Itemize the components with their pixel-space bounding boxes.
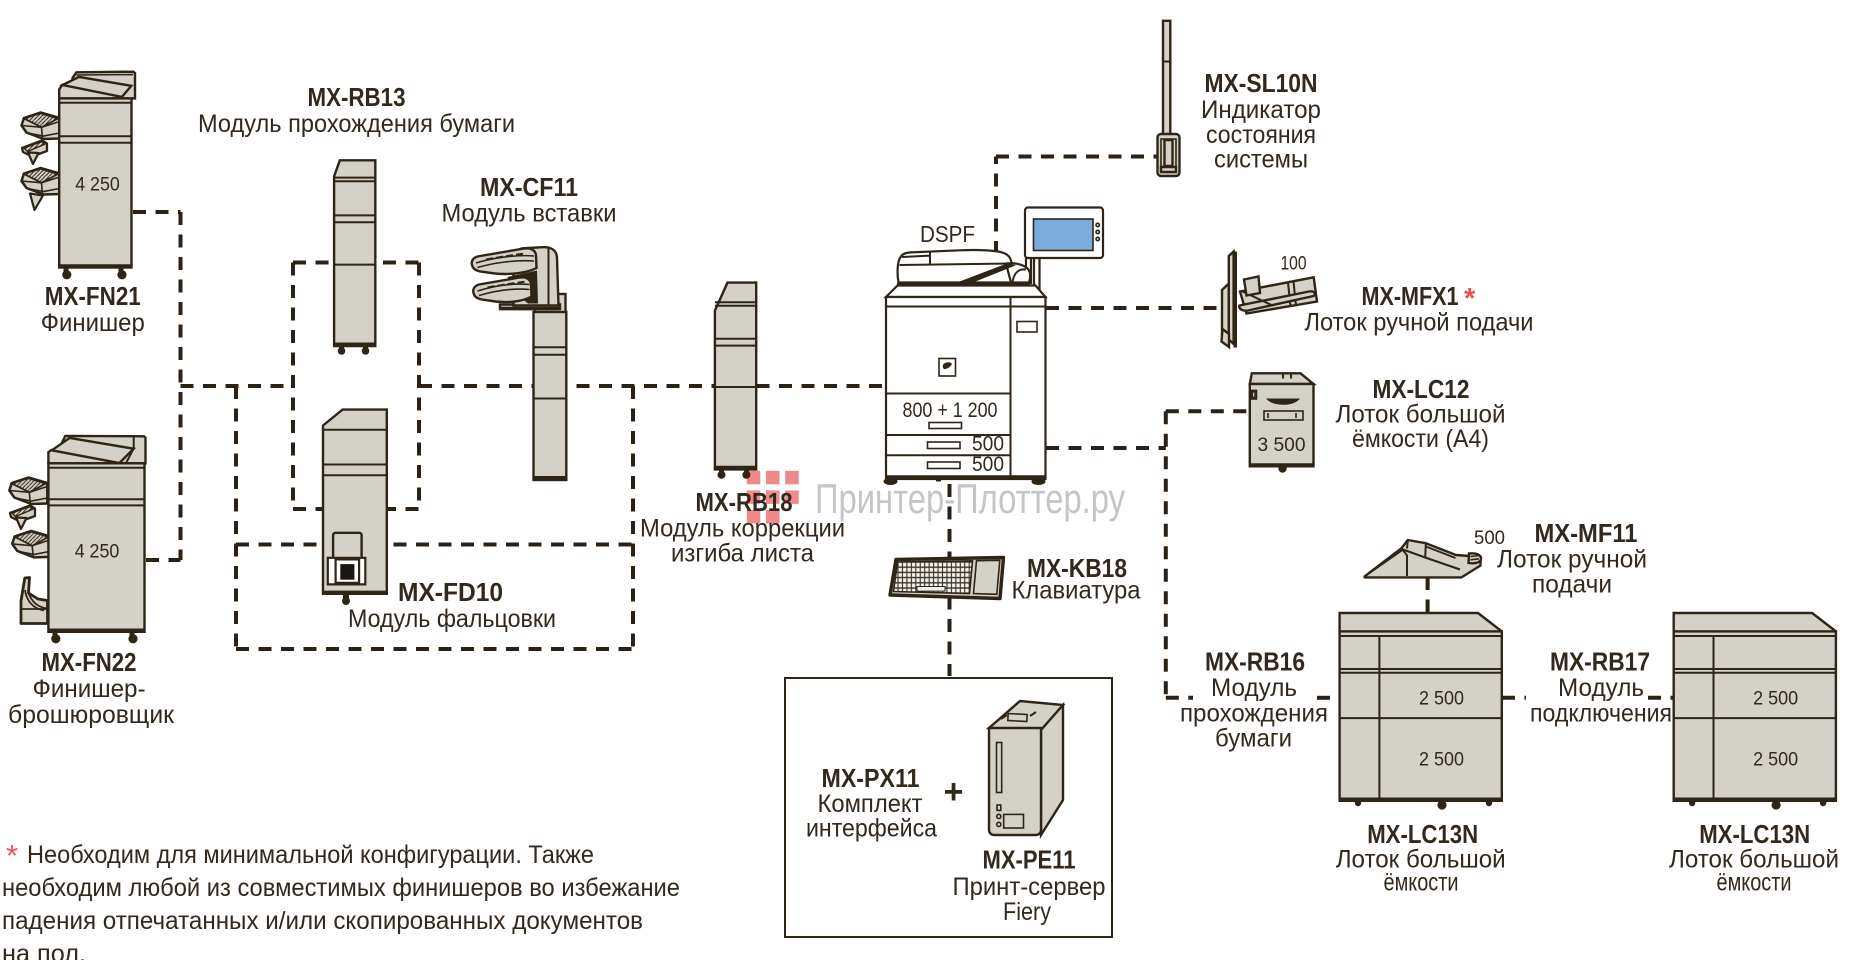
svg-text:MX-PE11: MX-PE11 xyxy=(983,845,1076,875)
svg-text:MX-KB18: MX-KB18 xyxy=(1027,553,1127,583)
svg-text:Индикатор: Индикатор xyxy=(1201,96,1321,124)
svg-text:100: 100 xyxy=(1281,253,1307,275)
svg-text:изгиба листа: изгиба листа xyxy=(671,540,814,568)
svg-text:Принтер-Плоттер.ру: Принтер-Плоттер.ру xyxy=(815,475,1125,522)
svg-text:800 + 1 200: 800 + 1 200 xyxy=(903,398,998,422)
svg-text:Финишер-: Финишер- xyxy=(33,675,146,703)
svg-text:Лоток большой: Лоток большой xyxy=(1669,846,1839,874)
svg-text:Лоток ручной подачи: Лоток ручной подачи xyxy=(1305,309,1534,337)
svg-text:Модуль вставки: Модуль вставки xyxy=(442,200,617,228)
svg-text:MX-LC12: MX-LC12 xyxy=(1373,374,1470,404)
svg-text:Лоток большой: Лоток большой xyxy=(1336,846,1506,874)
svg-text:*: * xyxy=(6,838,18,873)
svg-text:ёмкости (А4): ёмкости (А4) xyxy=(1352,425,1489,453)
svg-text:Принт-сервер: Принт-сервер xyxy=(953,873,1106,901)
svg-text:MX-SL10N: MX-SL10N xyxy=(1205,68,1318,98)
svg-text:DSPF: DSPF xyxy=(920,221,975,247)
svg-text:необходим любой из совместимых: необходим любой из совместимых финишеров… xyxy=(2,874,680,902)
svg-text:прохождения: прохождения xyxy=(1180,700,1328,728)
svg-text:Модуль прохождения бумаги: Модуль прохождения бумаги xyxy=(198,110,515,138)
svg-text:4 250: 4 250 xyxy=(75,174,120,196)
svg-text:Модуль: Модуль xyxy=(1558,674,1644,702)
svg-text:брошюровщик: брошюровщик xyxy=(8,701,175,729)
svg-text:MX-FD10: MX-FD10 xyxy=(398,577,503,607)
svg-text:MX-RB17: MX-RB17 xyxy=(1550,647,1650,677)
svg-text:2 500: 2 500 xyxy=(1753,688,1798,710)
svg-text:системы: системы xyxy=(1214,146,1308,174)
svg-text:2 500: 2 500 xyxy=(1753,748,1798,770)
svg-text:бумаги: бумаги xyxy=(1215,725,1292,753)
svg-text:Необходим для минимальной конф: Необходим для минимальной конфигурации. … xyxy=(27,841,594,869)
svg-text:2 500: 2 500 xyxy=(1419,688,1464,710)
svg-text:MX-RB18: MX-RB18 xyxy=(696,487,793,517)
svg-text:подключения: подключения xyxy=(1530,700,1672,728)
svg-text:+: + xyxy=(944,773,964,811)
svg-text:MX-MFX1: MX-MFX1 xyxy=(1362,281,1459,311)
svg-text:MX-LC13N: MX-LC13N xyxy=(1699,819,1810,849)
svg-text:Модуль коррекции: Модуль коррекции xyxy=(640,515,845,543)
svg-text:MX-RB16: MX-RB16 xyxy=(1205,647,1305,677)
svg-text:Модуль: Модуль xyxy=(1211,674,1297,702)
svg-text:Клавиатура: Клавиатура xyxy=(1012,577,1141,605)
svg-text:2 500: 2 500 xyxy=(1419,748,1464,770)
svg-text:MX-MF11: MX-MF11 xyxy=(1535,518,1638,548)
svg-text:MX-FN21: MX-FN21 xyxy=(45,281,141,311)
svg-text:подачи: подачи xyxy=(1532,571,1612,599)
svg-text:*: * xyxy=(1464,283,1476,315)
svg-text:Лоток ручной: Лоток ручной xyxy=(1497,546,1647,574)
svg-text:Fiery: Fiery xyxy=(1003,898,1051,926)
svg-text:MX-LC13N: MX-LC13N xyxy=(1367,819,1478,849)
svg-text:MX-CF11: MX-CF11 xyxy=(480,172,578,202)
svg-text:500: 500 xyxy=(1474,527,1505,549)
svg-text:MX-RB13: MX-RB13 xyxy=(308,82,406,112)
svg-text:MX-PX11: MX-PX11 xyxy=(822,763,920,793)
svg-text:500: 500 xyxy=(972,452,1004,476)
svg-text:3 500: 3 500 xyxy=(1258,434,1306,456)
svg-text:ёмкости: ёмкости xyxy=(1717,869,1792,897)
svg-text:Лоток большой: Лоток большой xyxy=(1336,401,1506,429)
svg-text:ёмкости: ёмкости xyxy=(1384,869,1459,897)
svg-text:Модуль фальцовки: Модуль фальцовки xyxy=(348,605,556,633)
svg-text:Комплект: Комплект xyxy=(818,790,924,818)
svg-text:интерфейса: интерфейса xyxy=(806,815,937,843)
svg-text:Финишер: Финишер xyxy=(41,309,145,337)
svg-text:на пол.: на пол. xyxy=(2,940,86,960)
svg-text:500: 500 xyxy=(972,432,1004,456)
svg-text:состояния: состояния xyxy=(1206,121,1316,149)
svg-text:4 250: 4 250 xyxy=(75,541,120,563)
svg-text:MX-FN22: MX-FN22 xyxy=(42,647,137,677)
svg-text:падения отпечатанных и/или ско: падения отпечатанных и/или скопированных… xyxy=(2,907,643,935)
